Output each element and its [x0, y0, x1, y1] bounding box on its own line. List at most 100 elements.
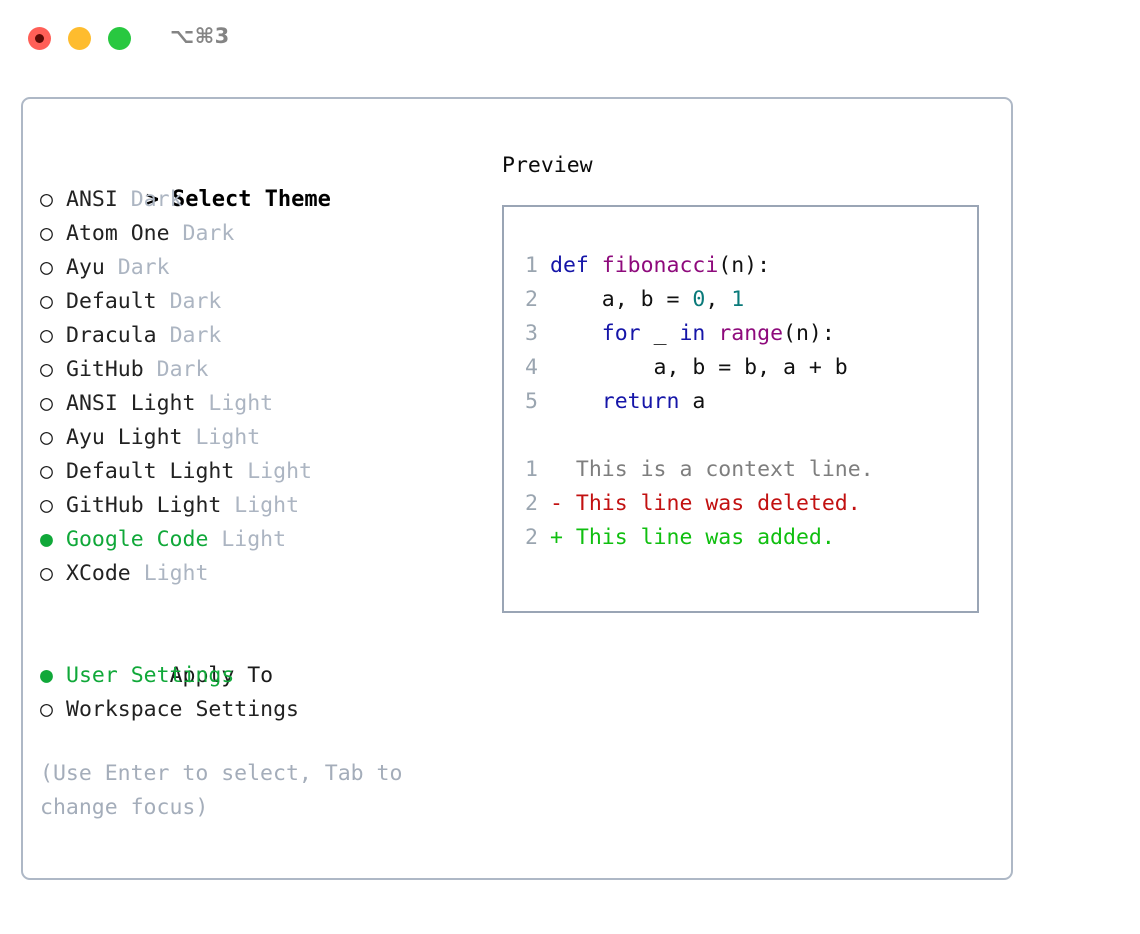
theme-option-row[interactable]: ○Dracula Dark: [40, 319, 470, 353]
spacer: [131, 561, 144, 586]
code-token: [550, 389, 602, 414]
apply-to-option-label: User Settings: [66, 663, 235, 688]
theme-category-tag: Dark: [156, 357, 209, 382]
code-token: 0: [692, 287, 706, 312]
code-token: fibonacci: [601, 253, 719, 278]
theme-category-tag: Light: [247, 459, 312, 484]
radio-unselected-icon: ○: [40, 425, 53, 450]
code-token: _: [640, 321, 680, 346]
code-token: for: [601, 321, 641, 346]
theme-option-row[interactable]: ○GitHub Light Light: [40, 489, 470, 523]
spacer: [170, 221, 183, 246]
radio-unselected-icon: ○: [40, 221, 53, 246]
apply-to-label: Apply To: [169, 663, 274, 688]
code-token: (n):: [718, 253, 771, 278]
theme-option-name: Ayu Light: [66, 425, 183, 450]
minimize-window-button[interactable]: [68, 27, 91, 50]
code-token: a, b =: [550, 287, 693, 312]
theme-category-tag: Dark: [130, 187, 183, 212]
code-line-number: 5: [525, 389, 538, 414]
section-spacer: [40, 591, 470, 625]
theme-option-name: Default: [66, 289, 157, 314]
spacer: [208, 527, 221, 552]
theme-option-row[interactable]: ○ Ayu Light Light: [40, 421, 470, 455]
theme-option-row[interactable]: ○ Ayu Dark: [40, 251, 470, 285]
code-token: [550, 321, 602, 346]
theme-selection-dialog: >Select Theme ○ANSI Dark○Atom One Dark○A…: [21, 97, 1013, 880]
code-line-number: 3: [525, 321, 538, 346]
preview-title: Preview: [502, 153, 593, 178]
diff-line-text: + This line was added.: [550, 525, 835, 550]
keyboard-shortcut-label: ⌥⌘3: [170, 24, 230, 48]
theme-category-tag: Light: [221, 527, 287, 552]
theme-option-row[interactable]: ○ XCode Light: [40, 557, 470, 591]
code-line-number: 4: [525, 355, 538, 380]
spacer: [221, 493, 234, 518]
theme-category-tag: Light: [195, 425, 261, 450]
theme-option-name: ANSI: [66, 187, 118, 212]
title-bar: ⌥⌘3: [0, 0, 1140, 78]
code-line: 5 return a: [522, 385, 874, 419]
radio-unselected-icon: ○: [40, 255, 53, 280]
spacer: [157, 289, 170, 314]
spacer: [183, 425, 196, 450]
radio-unselected-icon: ○: [40, 187, 53, 212]
radio-unselected-icon: ○: [40, 493, 53, 518]
apply-to-option-label: Workspace Settings: [66, 697, 299, 722]
code-token: in: [679, 321, 706, 346]
select-theme-header: >Select Theme: [40, 149, 470, 212]
spacer: [144, 357, 157, 382]
theme-category-tag: Light: [143, 561, 209, 586]
code-diff-separator: [522, 419, 874, 453]
maximize-window-button[interactable]: [108, 27, 131, 50]
radio-unselected-icon: ○: [40, 561, 53, 586]
theme-list-panel: >Select Theme ○ANSI Dark○Atom One Dark○A…: [40, 149, 470, 825]
code-token: range: [718, 321, 784, 346]
diff-line: 1 This is a context line.: [522, 453, 874, 487]
theme-option-row[interactable]: ●Google Code Light: [40, 523, 470, 557]
theme-option-name: ANSI Light: [66, 391, 196, 416]
radio-unselected-icon: ○: [40, 697, 53, 722]
recording-indicator-icon: [35, 34, 44, 43]
theme-option-name: GitHub: [66, 357, 144, 382]
radio-unselected-icon: ○: [40, 289, 53, 314]
theme-option-row[interactable]: ○Atom One Dark: [40, 217, 470, 251]
theme-category-tag: Dark: [182, 221, 235, 246]
theme-option-name: Ayu: [66, 255, 105, 280]
diff-line: 2 - This line was deleted.: [522, 487, 874, 521]
theme-option-name: XCode: [66, 561, 131, 586]
theme-option-row[interactable]: ○Default Dark: [40, 285, 470, 319]
code-token: 1: [731, 287, 745, 312]
theme-option-row[interactable]: ○Default Light Light: [40, 455, 470, 489]
spacer: [105, 255, 118, 280]
theme-category-tag: Dark: [169, 323, 222, 348]
code-line: 2 a, b = 0, 1: [522, 283, 874, 317]
diff-line-text: - This line was deleted.: [550, 491, 861, 516]
diff-line-number: 2: [525, 525, 538, 550]
code-token: def: [550, 253, 602, 278]
radio-unselected-icon: ○: [40, 391, 53, 416]
code-line-number: 1: [525, 253, 538, 278]
diff-line: 2 + This line was added.: [522, 521, 874, 555]
code-token: a, b = b, a + b: [550, 355, 848, 380]
code-token: a: [679, 389, 706, 414]
theme-option-list: ○ANSI Dark○Atom One Dark○Ayu Dark○Defaul…: [40, 183, 470, 591]
theme-option-name: Google Code: [66, 527, 209, 552]
code-token: ,: [705, 287, 732, 312]
theme-option-row[interactable]: ○GitHub Dark: [40, 353, 470, 387]
theme-option-row[interactable]: ○ ANSI Dark: [40, 183, 470, 217]
select-theme-label: Select Theme: [171, 187, 331, 212]
spacer: [234, 459, 247, 484]
theme-option-row[interactable]: ○ANSI Light Light: [40, 387, 470, 421]
diff-line-number: 2: [525, 491, 538, 516]
theme-category-tag: Dark: [117, 255, 170, 280]
theme-option-name: Dracula: [66, 323, 157, 348]
code-line: 3 for _ in range(n):: [522, 317, 874, 351]
apply-to-option-row[interactable]: ●User Settings: [40, 659, 470, 693]
diff-line-text: This is a context line.: [550, 457, 874, 482]
apply-to-option-row[interactable]: ○ Workspace Settings: [40, 693, 470, 727]
diff-line-number: 1: [525, 457, 538, 482]
